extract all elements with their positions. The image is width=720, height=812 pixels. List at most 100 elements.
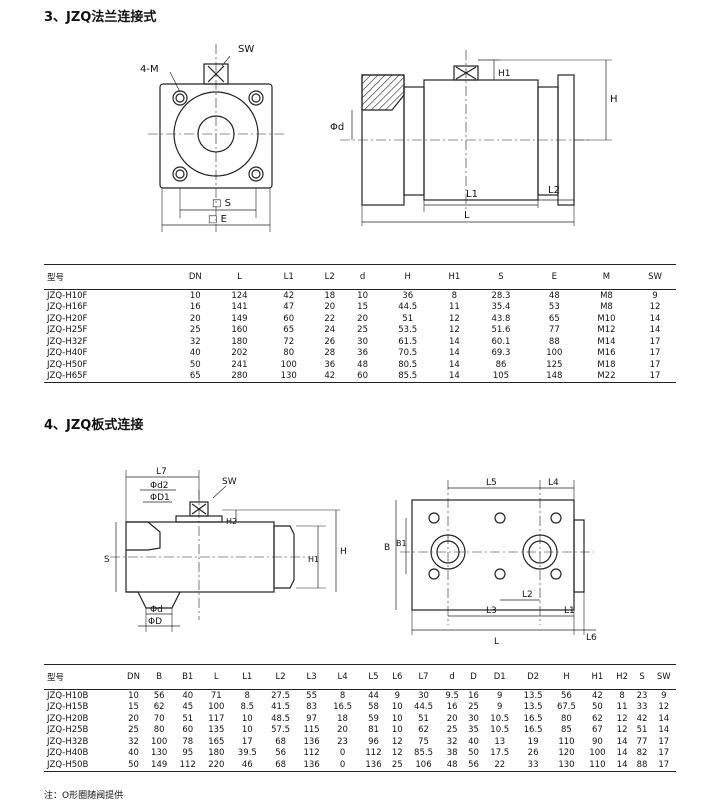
table-cell: 125 <box>546 359 563 370</box>
table-cell: 17 <box>658 736 670 747</box>
table-cell: 47 <box>283 302 295 313</box>
table-cell: 23 <box>636 690 648 701</box>
label-h1: H1 <box>498 69 511 79</box>
table-cell: 26 <box>324 336 336 347</box>
table-cell: 16 <box>189 302 201 313</box>
table-cell: 42 <box>313 370 347 383</box>
table-cell: 22 <box>483 759 517 772</box>
table-cell: 33 <box>636 702 648 713</box>
table-cell: 60 <box>182 725 194 736</box>
table-cell: 17 <box>649 359 661 370</box>
table-cell: 10.5 <box>490 725 510 736</box>
column-header: SW <box>634 264 676 290</box>
table-cell: 14 <box>616 736 628 747</box>
table-cell: 130 <box>549 759 584 772</box>
table-cell: M12 <box>597 325 616 336</box>
column-header: 型号 <box>44 664 123 690</box>
table-cell: 42 <box>636 713 648 724</box>
table-cell: 110 <box>583 759 612 772</box>
column-header: B <box>144 664 174 690</box>
table-cell: 11 <box>616 702 628 713</box>
column-header: H2 <box>611 664 633 690</box>
table-cell: 14 <box>616 748 628 759</box>
table-cell: 40 <box>468 736 479 747</box>
table-cell: 8.5 <box>240 702 255 713</box>
table-cell: JZQ-H50F <box>47 359 88 370</box>
label-l5: L5 <box>486 478 497 488</box>
label-l1: L1 <box>466 189 478 200</box>
table-cell: 95 <box>182 748 194 759</box>
table-cell: 149 <box>144 759 174 772</box>
table-cell: 100 <box>546 348 563 359</box>
table-cell: 69.3 <box>491 348 511 359</box>
table-cell: 12 <box>448 313 460 324</box>
label-l1: L1 <box>564 606 575 616</box>
table-cell: 17 <box>634 370 676 383</box>
label-phi-d2: Φd2 <box>150 481 169 491</box>
label-4m: 4-M <box>140 64 159 75</box>
column-header: D2 <box>516 664 550 690</box>
table-cell: 88 <box>548 336 560 347</box>
table-cell: 62 <box>591 713 603 724</box>
table-cell: 112 <box>173 759 203 772</box>
column-header: L <box>214 264 265 290</box>
section3-drawing: SW 4-M □ S □ E H1 H Φd L1 L2 L <box>140 44 618 232</box>
column-header: 型号 <box>44 264 176 290</box>
column-header: D <box>464 664 484 690</box>
table-cell: 8 <box>451 290 458 301</box>
table-cell: 32 <box>189 336 201 347</box>
column-header: S <box>472 264 530 290</box>
label-l3: L3 <box>486 606 497 616</box>
table-cell: M14 <box>597 336 616 347</box>
table-cell: 44 <box>368 690 379 701</box>
table-cell: 48 <box>357 359 368 370</box>
table-cell: M10 <box>597 313 616 324</box>
table-cell: 9 <box>394 690 401 701</box>
table-cell: 80 <box>561 713 572 724</box>
label-sw: SW <box>238 44 254 55</box>
table-cell: 83 <box>306 702 317 713</box>
column-header: d <box>346 264 379 290</box>
column-header: H1 <box>436 264 473 290</box>
column-header: L3 <box>297 664 326 690</box>
column-header: L2 <box>313 264 347 290</box>
table-cell: 180 <box>208 748 225 759</box>
label-h2: H2 <box>226 517 237 526</box>
column-header: L <box>202 664 231 690</box>
table-cell: 16.5 <box>523 725 543 736</box>
table-cell: JZQ-H16F <box>47 302 88 313</box>
table-cell: 57.5 <box>271 725 291 736</box>
table-cell: 180 <box>231 336 248 347</box>
column-header: H <box>379 264 437 290</box>
table-cell: 60 <box>283 313 295 324</box>
table-cell: 67.5 <box>556 702 576 713</box>
table-cell: 120 <box>558 748 575 759</box>
table-cell: 25 <box>357 325 368 336</box>
table-cell: JZQ-H10F <box>47 290 88 301</box>
table-cell: 136 <box>297 759 326 772</box>
table-cell: 80 <box>283 348 295 359</box>
table-cell: 10 <box>391 702 403 713</box>
table-cell: 51 <box>182 713 194 724</box>
table-cell: 13 <box>494 736 506 747</box>
table-cell: 77 <box>548 325 560 336</box>
table-cell: 25 <box>189 325 201 336</box>
table-cell: 14 <box>649 313 661 324</box>
table-cell: JZQ-H20F <box>47 313 88 324</box>
table-cell: 136 <box>303 736 320 747</box>
footnote: 注：O形圈随阀提供 <box>44 791 124 801</box>
table-cell: 20 <box>446 713 458 724</box>
table-cell: 17 <box>241 736 253 747</box>
table-cell: 10 <box>391 713 403 724</box>
table-cell: 12 <box>616 713 628 724</box>
label-s: □ S <box>212 198 231 209</box>
table-cell: 45 <box>182 702 194 713</box>
label-h: H <box>340 547 347 557</box>
table-cell: 81 <box>368 725 379 736</box>
table-cell: 97 <box>306 713 317 724</box>
